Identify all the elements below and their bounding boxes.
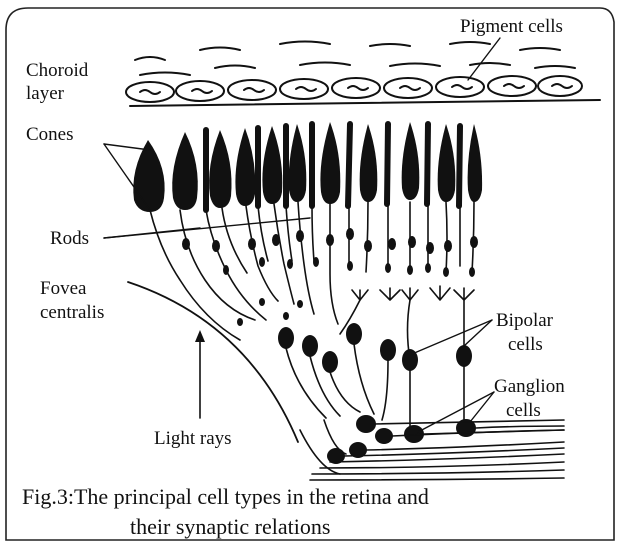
label-choroid-line1: Choroid <box>26 60 89 81</box>
pigment-cell-row <box>126 76 582 102</box>
label-rods: Rods <box>50 228 89 249</box>
label-pigment-cells: Pigment cells <box>460 16 563 37</box>
light-ray-arrow <box>195 330 205 418</box>
label-cones: Cones <box>26 124 74 145</box>
label-bipolar-line2: cells <box>508 334 543 355</box>
photoreceptor-fibers <box>150 202 474 340</box>
label-bipolar-line1: Bipolar <box>496 310 554 331</box>
label-choroid-line2: layer <box>26 83 65 104</box>
label-ganglion-line1: Ganglion <box>494 376 565 397</box>
label-fovea-line1: Fovea <box>40 278 87 299</box>
label-ganglion-line2: cells <box>506 400 541 421</box>
optic-nerve-fibers <box>300 420 564 480</box>
fovea-curve <box>128 282 298 442</box>
label-light-rays: Light rays <box>154 428 232 449</box>
caption-line1: Fig.3:The principal cell types in the re… <box>22 484 429 509</box>
bipolar-dendrites <box>340 286 474 360</box>
label-fovea-line2: centralis <box>40 302 104 323</box>
bipolar-cell-bodies <box>278 323 472 373</box>
caption-line2: their synaptic relations <box>130 514 330 539</box>
